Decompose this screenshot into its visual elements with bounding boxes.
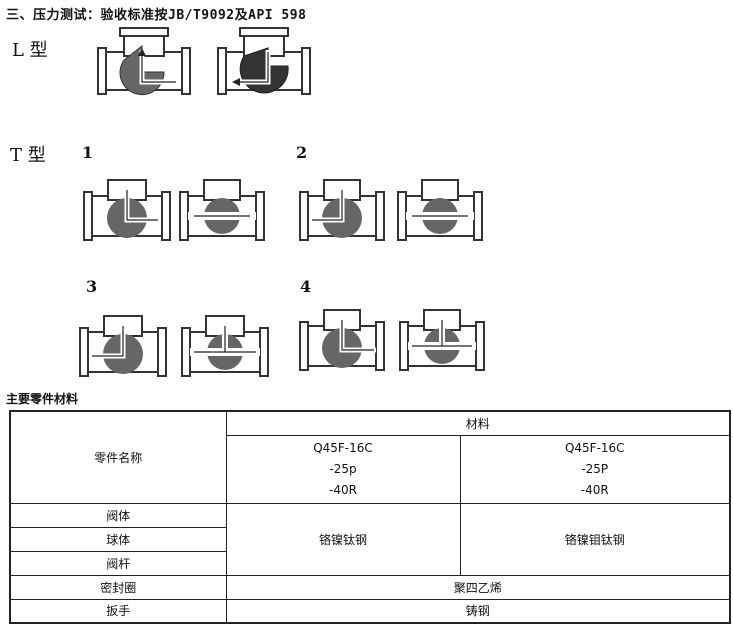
seal-ring-material: 聚四乙烯 [225,574,731,600]
parts-materials-table: 零件名称 材料 Q45F-16C -25p -40R Q45F-16C -25P… [9,410,732,624]
part-stem: 阀杆 [9,550,227,576]
l-type-valve-diagram-1 [97,27,191,96]
section-heading-pressure-test: 三、压力测试：验收标准按JB/T9092及API 598 [6,8,307,23]
model-a-cell: Q45F-16C -25p -40R [225,434,461,504]
t-variant-4-label: 4 [300,277,312,296]
t-type-3-valve-diagram-b [181,315,269,377]
t-type-2-valve-diagram-a [299,179,385,241]
model-a-line-1: Q45F-16C [313,440,373,455]
t-type-4-valve-diagram-b [399,309,485,371]
part-ball: 球体 [9,526,227,552]
t-type-3-valve-diagram-a [79,315,167,377]
t-variant-3-label: 3 [86,277,98,296]
part-valve-body: 阀体 [9,502,227,528]
material-header: 材料 [225,410,731,436]
main-parts-materials-title: 主要零件材料 [6,392,79,406]
part-name-header: 零件名称 [9,410,227,504]
material-b-cell: 铬镍钼钛钢 [459,502,731,576]
model-a-line-2: -25p [329,461,357,476]
model-b-line-2: -25P [581,461,609,476]
t-type-1-valve-diagram-a [83,179,171,241]
model-b-line-1: Q45F-16C [564,440,625,455]
part-seal-ring: 密封圈 [9,574,227,600]
t-type-2-valve-diagram-b [397,179,483,241]
t-type-4-valve-diagram-a [299,309,385,371]
model-b-cell: Q45F-16C -25P -40R [459,434,731,504]
part-handle: 扳手 [9,598,227,624]
handle-material: 铸钢 [225,598,731,624]
l-type-valve-diagram-2 [217,27,311,95]
t-type-1-valve-diagram-b [179,179,265,241]
model-b-line-3: -40R [580,482,609,497]
material-a-cell: 铬镍钛钢 [225,502,461,576]
model-a-line-3: -40R [329,482,357,497]
t-variant-2-label: 2 [296,143,308,162]
t-variant-1-label: 1 [82,143,94,162]
l-type-label: L 型 [12,40,48,61]
t-type-label: T 型 [10,145,46,166]
